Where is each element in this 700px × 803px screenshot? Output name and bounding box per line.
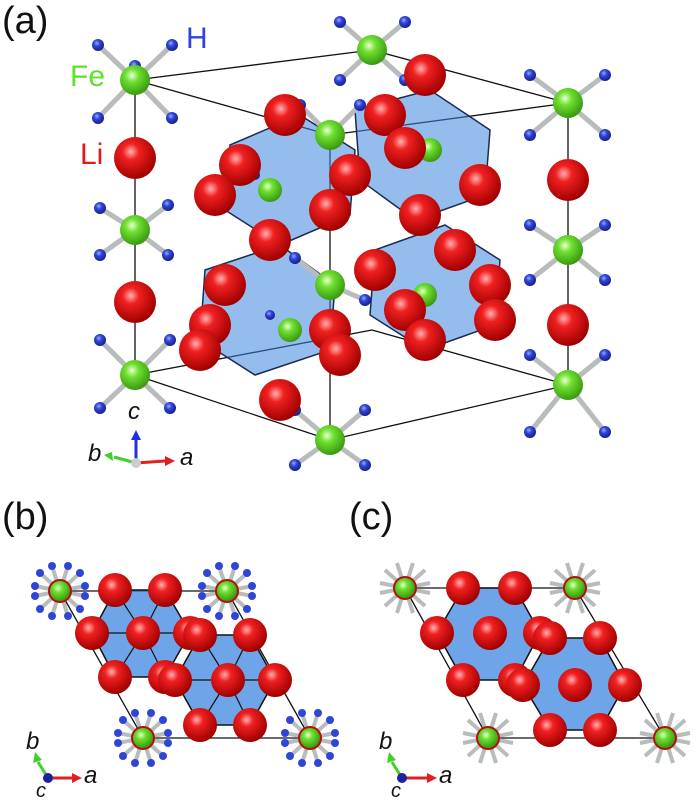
li-atoms — [114, 54, 589, 421]
label-h: H — [186, 22, 208, 55]
label-fe: Fe — [70, 60, 106, 93]
fe-atoms — [120, 35, 583, 455]
axis-label-c: c — [128, 398, 140, 425]
h-atoms — [92, 16, 611, 471]
fe-h-stars-b — [31, 562, 339, 767]
axis-label-c-a: a — [439, 762, 453, 789]
structure-a — [92, 16, 611, 471]
panel-b: (b) b a c — [0, 490, 345, 802]
structure-b — [31, 562, 339, 783]
panel-label-a: (a) — [2, 0, 49, 42]
axis-label-c-c: c — [391, 780, 401, 802]
axis-label-b-b: b — [26, 728, 40, 755]
panel-label-c: (c) — [349, 496, 394, 538]
panel-label-b: (b) — [2, 496, 49, 538]
axis-label-c-b: b — [379, 728, 393, 755]
structure-c — [379, 562, 691, 783]
fe-h-units — [96, 20, 607, 468]
label-li: Li — [80, 138, 104, 171]
unit-cell-lines — [134, 49, 569, 441]
panel-c: (c) b a c — [345, 490, 700, 802]
fe-h-stars-c — [379, 562, 691, 764]
axis-label-a: a — [180, 444, 194, 471]
axis-label-b-a: a — [84, 762, 98, 789]
axis-indicator-a — [104, 430, 175, 468]
axis-label-b-c: c — [36, 780, 46, 802]
panel-a: (a) H Fe Li — [2, 0, 611, 471]
axis-label-b: b — [88, 440, 102, 467]
